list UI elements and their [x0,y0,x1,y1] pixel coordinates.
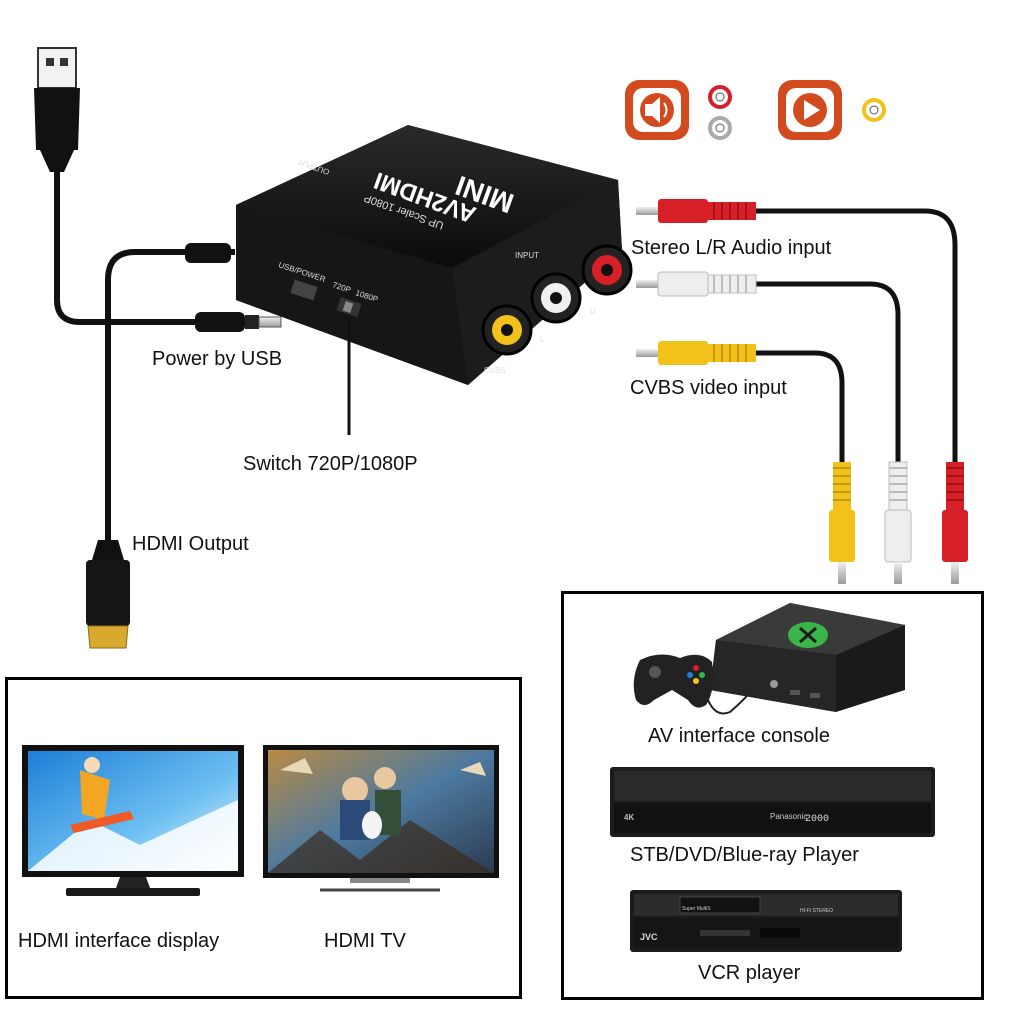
rca-plug-red-h [636,199,756,223]
hdmi-cable-boot [185,243,231,263]
vcr-tag: Super MultiS [682,906,711,912]
switch-label: Switch 720P/1080P [243,453,418,475]
output-devices-panel [5,677,522,999]
vcr-tag2: HI-FI STEREO [800,908,833,914]
jack-l [530,272,582,324]
audio-speaker-icon [625,80,689,140]
audio-white-cable [755,281,901,465]
bluray-player-device: Panasonic 2000 4K [610,767,935,837]
console-label: AV interface console [648,725,830,747]
player-label: STB/DVD/Blue-ray Player [630,844,859,866]
rca-plug-red-v [942,462,968,584]
video-yellow-cable [755,350,845,465]
rca-plug-white-v [884,461,912,584]
hdmi-output-label: HDMI Output [132,533,249,555]
converter-box: MINI AV2HDMI UP Scaler 1080P OUTPUT INPU… [236,125,633,385]
vcr-device: JVC Super MultiS HI-FI STEREO [630,890,902,952]
player-display: 2000 [805,814,829,825]
port-input-label: INPUT [515,251,539,260]
video-play-icon [778,80,842,140]
display-label: HDMI interface display [18,930,220,952]
vcr-brand: JVC [640,932,658,942]
power-label: Power by USB [152,348,283,370]
hdmi-plug [86,540,130,649]
player-brand: Panasonic [770,812,807,821]
tv-label: HDMI TV [324,930,406,952]
player-badge: 4K [624,813,634,822]
usb-cable [54,170,205,325]
vcr-label: VCR player [698,962,801,984]
jack-cvbs-label: CVBS [484,366,506,375]
micro-usb-plug [195,312,282,332]
video-input-label: CVBS video input [630,377,787,399]
rca-plug-yellow-h [636,341,756,365]
audio-red-cable [755,208,958,465]
monitor-device [22,745,244,896]
rca-plug-white-h [636,271,757,297]
jack-cvbs [481,304,533,356]
usb-a-plug [34,47,80,172]
input-devices-panel [561,591,984,1000]
tv-device [263,745,499,892]
jack-r [581,244,633,296]
rca-plug-yellow-v [829,462,855,584]
jack-r-label: R [590,308,596,317]
audio-input-label: Stereo L/R Audio input [631,237,832,259]
hdmi-cable [105,249,235,545]
jack-l-label: L [540,335,545,344]
controller-device [633,654,753,715]
console-device [710,603,905,712]
